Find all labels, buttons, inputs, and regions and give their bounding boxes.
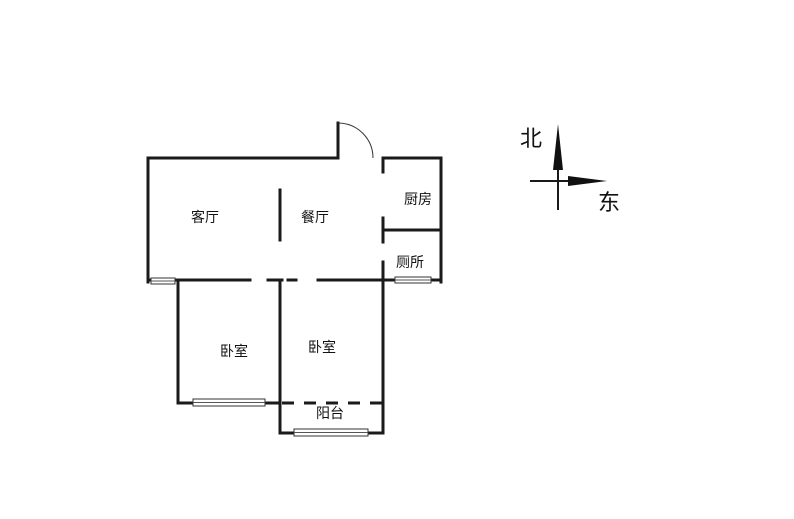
- windows: [150, 276, 432, 437]
- window-bedroom-left: [192, 398, 266, 407]
- label-living-room: 客厅: [191, 209, 219, 226]
- east-arrow-icon: [568, 176, 607, 186]
- label-balcony: 阳台: [316, 406, 344, 422]
- compass: 北 东: [520, 124, 620, 216]
- window-living-left: [150, 277, 176, 285]
- window-balcony: [293, 428, 369, 437]
- compass-east-label: 东: [598, 191, 620, 216]
- label-kitchen: 厨房: [404, 192, 432, 208]
- door-swing-arc: [337, 122, 374, 159]
- label-bedroom-left: 卧室: [220, 343, 248, 360]
- entry-door: [337, 122, 374, 159]
- label-toilet: 厕所: [396, 255, 424, 271]
- label-dining-room: 餐厅: [301, 210, 329, 226]
- window-toilet: [394, 276, 432, 284]
- room-labels: 客厅 餐厅 厨房 厕所 卧室 卧室 阳台: [191, 192, 432, 422]
- compass-north-label: 北: [520, 127, 542, 152]
- north-arrow-icon: [553, 124, 563, 170]
- label-bedroom-right: 卧室: [308, 339, 336, 356]
